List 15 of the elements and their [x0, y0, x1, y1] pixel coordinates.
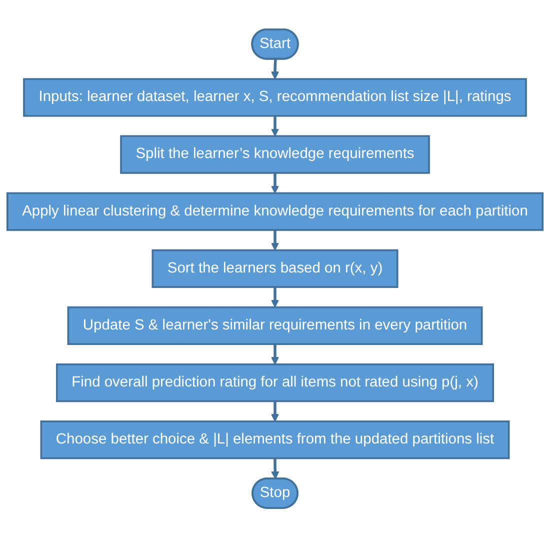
- node-box: Find overall prediction rating for all items not rated using p(j, x): [56, 364, 494, 402]
- arrow: [270, 60, 280, 80]
- node-box: Choose better choice & |L| elements from the updated partitions list: [40, 420, 510, 460]
- arrow: [270, 402, 280, 422]
- arrow: [270, 344, 280, 366]
- node-box: Inputs: learner dataset, learner x, S, recommendation list size |L|, ratings: [23, 78, 527, 118]
- arrow: [270, 287, 280, 308]
- arrow: [270, 230, 280, 251]
- arrow: [270, 173, 280, 194]
- arrow: [270, 116, 280, 137]
- node-box: Update S & learner's similar requirements in every partition: [67, 306, 483, 346]
- node-box: Apply linear clustering & determine knowledge requirements for each partition: [6, 192, 544, 232]
- node-box: Sort the learners based on r(x, y): [152, 250, 398, 288]
- arrow: [271, 458, 280, 480]
- node-box: Split the learner’s knowledge requirements: [120, 136, 430, 174]
